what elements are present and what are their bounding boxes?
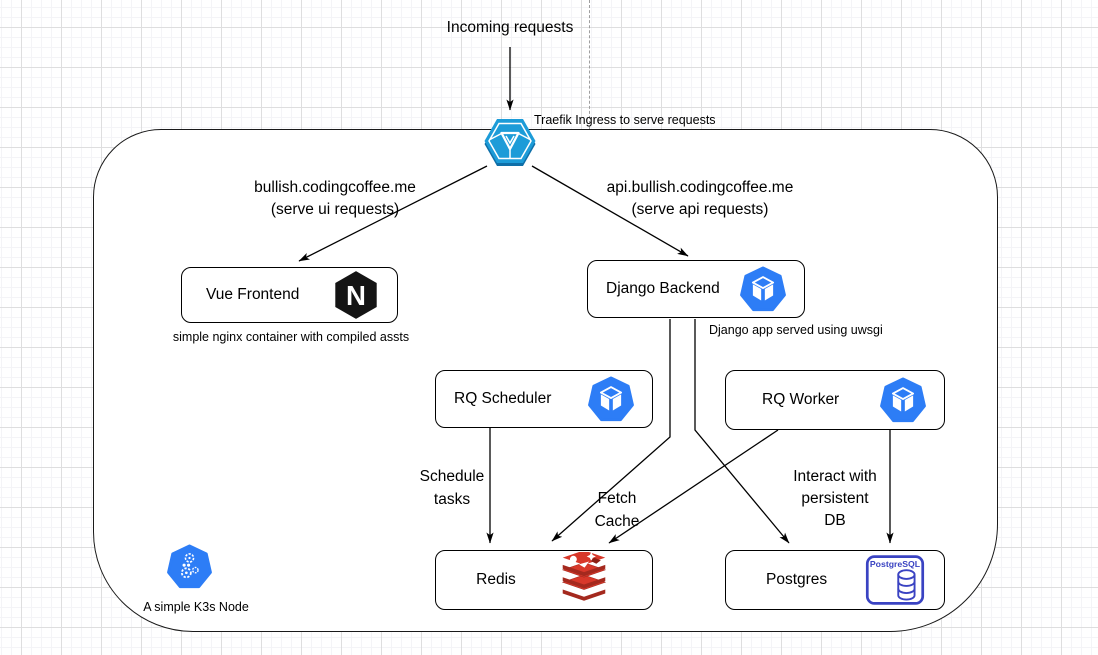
vue-frontend-node[interactable]: Vue Frontend N: [181, 267, 398, 323]
rq-scheduler-label: RQ Scheduler: [454, 390, 552, 407]
page-break-line: [589, 0, 590, 129]
api-note: (serve api requests): [631, 201, 769, 218]
ui-branch-label: bullish.codingcoffee.me (serve ui reques…: [215, 177, 455, 221]
kube-cube-icon: [740, 266, 786, 312]
django-caption: Django app served using uwsgi: [709, 323, 883, 337]
vue-frontend-label: Vue Frontend: [206, 286, 300, 303]
redis-node[interactable]: Redis: [435, 550, 653, 610]
fetch-cache-label: Fetch Cache: [577, 487, 657, 533]
ui-note: (serve ui requests): [270, 201, 400, 218]
postgresql-icon: PostgreSQL: [865, 555, 925, 605]
schedule-tasks-line1: Schedule: [419, 468, 485, 485]
incoming-requests-label: Incoming requests: [446, 19, 574, 36]
api-branch-label: api.bullish.codingcoffee.me (serve api r…: [575, 177, 825, 221]
django-backend-label: Django Backend: [606, 280, 720, 297]
interact-db-line2: persistent: [801, 490, 869, 507]
fetch-cache-line2: Cache: [594, 513, 640, 530]
interact-db-line3: DB: [824, 512, 846, 529]
ingress-caption: Traefik Ingress to serve requests: [534, 113, 716, 127]
nginx-icon: N: [335, 271, 377, 319]
schedule-tasks-label: Schedule tasks: [407, 465, 497, 511]
kube-cube-icon: [588, 376, 634, 422]
schedule-tasks-line2: tasks: [433, 491, 471, 508]
vue-caption: simple nginx container with compiled ass…: [172, 330, 410, 344]
traefik-ingress-icon[interactable]: [483, 117, 537, 171]
fetch-cache-line1: Fetch: [597, 490, 637, 507]
postgres-label: Postgres: [766, 571, 828, 588]
interact-db-line1: Interact with: [793, 468, 877, 485]
redis-icon: [561, 552, 606, 601]
svg-text:N: N: [346, 280, 366, 311]
interact-db-label: Interact with persistent DB: [778, 466, 892, 532]
postgres-node[interactable]: Postgres PostgreSQL: [725, 550, 945, 610]
k3s-caption: A simple K3s Node: [143, 600, 249, 614]
kube-cube-icon: [880, 377, 926, 423]
api-host: api.bullish.codingcoffee.me: [606, 179, 794, 196]
rq-scheduler-node[interactable]: RQ Scheduler: [435, 370, 653, 428]
rq-worker-node[interactable]: RQ Worker: [725, 370, 945, 430]
ui-host: bullish.codingcoffee.me: [254, 179, 416, 196]
redis-label: Redis: [476, 571, 516, 588]
rq-worker-label: RQ Worker: [762, 391, 840, 408]
k3s-icon[interactable]: [167, 544, 212, 589]
django-backend-node[interactable]: Django Backend: [587, 260, 805, 318]
postgresql-icon-text: PostgreSQL: [870, 559, 921, 569]
